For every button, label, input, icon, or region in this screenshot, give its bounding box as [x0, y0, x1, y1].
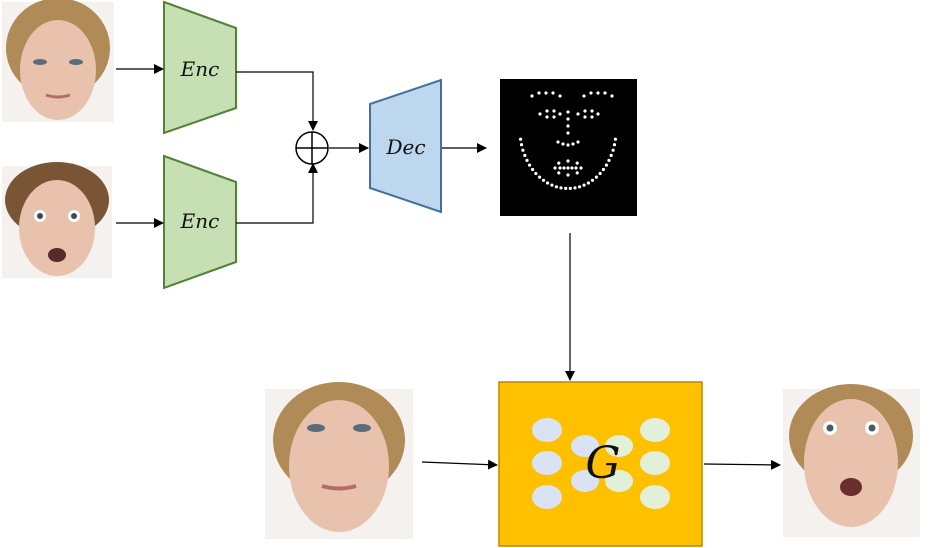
- landmark-dot: [545, 115, 549, 119]
- encoder-bottom: Enc: [163, 154, 237, 290]
- driving-face-image: [2, 162, 112, 278]
- landmark-dot: [590, 109, 594, 113]
- landmark-dot: [582, 183, 586, 187]
- decoder: Dec: [369, 78, 442, 214]
- landmark-dot: [554, 185, 559, 189]
- landmark-dot: [607, 158, 611, 162]
- landmark-dot: [566, 173, 570, 177]
- generator-label: G: [585, 438, 620, 489]
- landmark-dot: [568, 186, 572, 190]
- landmark-dot: [604, 163, 609, 167]
- landmark-dot: [566, 124, 570, 128]
- landmark-dot: [611, 148, 615, 152]
- landmark-dot: [558, 166, 562, 170]
- landmark-dot: [521, 148, 525, 152]
- landmark-dot: [546, 181, 550, 185]
- landmark-dot: [601, 167, 606, 172]
- landmark-dot: [582, 94, 586, 98]
- output-face-image: [783, 384, 920, 537]
- landmark-dot: [566, 117, 570, 121]
- landmark-dot: [586, 181, 591, 185]
- landmark-dot: [528, 163, 532, 167]
- arrow-generator-to-output: [703, 459, 781, 470]
- encoder-top-label: Enc: [180, 57, 220, 81]
- landmark-dot: [562, 166, 566, 170]
- landmark-image: [500, 79, 637, 216]
- landmark-dot: [573, 186, 577, 190]
- generator: G: [498, 381, 703, 547]
- landmark-dot: [557, 161, 561, 165]
- landmark-dot: [558, 112, 562, 116]
- landmark-dot: [566, 131, 570, 135]
- landmark-dot: [553, 166, 557, 170]
- circled-plus-icon: [295, 131, 329, 165]
- landmark-dot: [583, 109, 587, 113]
- landmark-dot: [596, 91, 600, 95]
- landmark-dot: [583, 115, 587, 119]
- landmark-dot: [610, 94, 614, 98]
- landmark-dot: [579, 166, 583, 170]
- encoder-bottom-label: Enc: [180, 209, 220, 233]
- landmark-dot: [550, 183, 554, 187]
- landmark-dot: [596, 112, 600, 116]
- landmark-dot: [537, 91, 541, 95]
- landmark-dot: [570, 166, 574, 170]
- landmark-dot: [519, 143, 524, 147]
- landmark-dot: [590, 178, 595, 182]
- landmark-dot: [564, 186, 568, 190]
- landmark-dot: [566, 143, 570, 147]
- landmark-dot: [545, 109, 549, 113]
- landmark-dot: [575, 161, 579, 165]
- landmark-dot: [594, 175, 599, 179]
- landmark-dot: [576, 112, 580, 116]
- landmark-dot: [576, 140, 580, 144]
- landmark-dot: [575, 171, 579, 175]
- landmark-dot: [566, 159, 570, 163]
- landmark-dot: [589, 91, 593, 95]
- arrow-encoder-bottom-to-combine: [236, 163, 318, 224]
- landmark-dot: [541, 178, 546, 182]
- landmark-dot: [531, 167, 535, 172]
- landmark-dot: [598, 171, 602, 176]
- landmark-dot: [603, 91, 607, 95]
- source-face-image: [2, 0, 114, 122]
- landmark-dot: [574, 166, 578, 170]
- landmark-dot: [578, 185, 582, 189]
- decoder-label: Dec: [385, 135, 425, 159]
- landmark-dot: [590, 115, 594, 119]
- landmark-dot: [519, 137, 523, 141]
- landmark-dot: [556, 140, 560, 144]
- landmark-dot: [551, 91, 555, 95]
- landmark-dot: [558, 94, 562, 98]
- landmark-dot: [552, 109, 556, 113]
- landmark-dots: [519, 91, 618, 190]
- arrow-encoder-top-to-combine: [236, 71, 318, 131]
- landmark-dot: [538, 112, 542, 116]
- landmark-dot: [534, 171, 538, 176]
- landmark-dot: [544, 91, 548, 95]
- landmark-dot: [559, 186, 563, 190]
- landmark-dot: [561, 142, 565, 146]
- landmark-dot: [523, 153, 527, 157]
- landmark-dot: [557, 171, 561, 175]
- landmark-dot: [566, 110, 570, 114]
- landmark-dot: [530, 94, 534, 98]
- target-face-image: [265, 382, 413, 539]
- landmark-dot: [613, 137, 618, 141]
- encoder-top: Enc: [163, 0, 237, 135]
- landmark-dot: [552, 115, 556, 119]
- generator-circles: [532, 418, 670, 509]
- landmark-dot: [538, 175, 542, 179]
- landmark-dot: [525, 158, 529, 162]
- landmark-dot: [571, 142, 575, 146]
- landmark-dot: [609, 153, 613, 157]
- landmark-dot: [566, 166, 570, 170]
- arrow-target-to-generator: [421, 459, 498, 470]
- landmark-dot: [612, 143, 617, 147]
